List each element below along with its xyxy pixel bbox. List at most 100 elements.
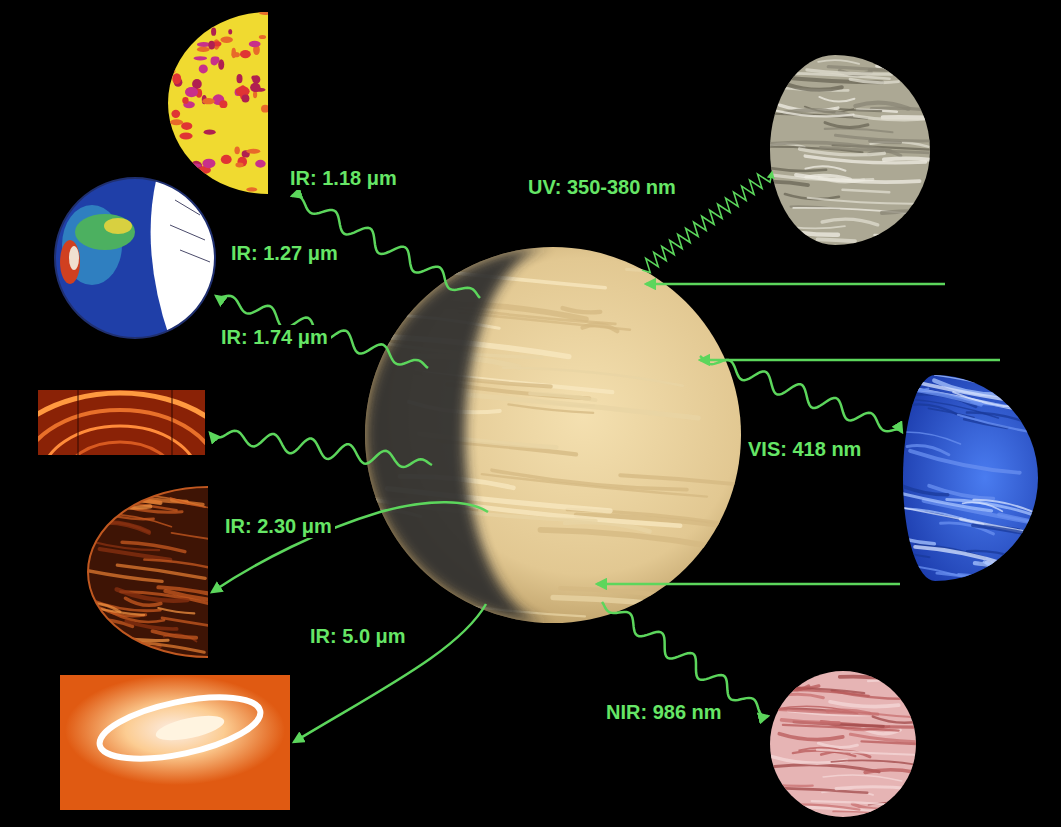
sunlight-ray <box>646 283 945 286</box>
image-spot <box>259 35 266 39</box>
image-patch <box>69 246 79 270</box>
image-spot <box>179 133 192 140</box>
cloud-streak <box>775 765 880 772</box>
cloud-streak <box>865 770 927 776</box>
image-streaks <box>755 677 970 816</box>
image-spot <box>179 156 187 160</box>
polar-vortex <box>94 686 265 771</box>
cloud-streak <box>899 508 980 524</box>
image-spot <box>185 17 192 27</box>
cloud-streak <box>583 325 618 332</box>
cloud-streak <box>83 651 142 660</box>
image-spot <box>255 160 265 168</box>
cloud-streak <box>779 734 842 740</box>
cloud-streak <box>835 135 941 141</box>
cloud-streak <box>871 142 929 147</box>
emission-wave <box>210 431 432 467</box>
cloud-streak <box>783 725 899 731</box>
cloud-streak <box>91 523 149 533</box>
cloud-streak <box>850 79 898 83</box>
image-spot <box>202 98 214 104</box>
wavelength-label: IR: 1.27 μm <box>228 241 341 265</box>
cloud-streak <box>823 775 902 781</box>
cloud-streak <box>987 563 1061 585</box>
cloud-streak <box>787 84 842 89</box>
image-spot <box>252 75 260 83</box>
cloud-streak <box>165 591 241 602</box>
image-spot <box>242 94 250 102</box>
image-spot <box>172 73 181 84</box>
venus-vis-image <box>890 370 1061 600</box>
emission-wave <box>294 604 486 742</box>
wavelength-label: IR: 5.0 μm <box>307 624 409 648</box>
image-patch <box>60 240 80 284</box>
image-ring <box>38 410 205 455</box>
image-glow <box>65 675 285 785</box>
image-spot <box>220 36 232 43</box>
cloud-streak <box>620 475 847 498</box>
cloud-streak <box>781 694 823 697</box>
cloud-streak <box>873 717 928 723</box>
cloud-streak <box>967 413 1039 427</box>
cloud-streak <box>973 525 1061 547</box>
image-ring <box>38 393 205 455</box>
cloud-streak <box>827 710 870 713</box>
image-spot <box>231 48 236 58</box>
image-ring <box>42 426 198 455</box>
cloud-streak <box>935 375 996 387</box>
cloud-streak <box>800 149 885 155</box>
image-spot <box>189 164 201 168</box>
image-spot <box>202 159 215 168</box>
image-spot <box>168 167 174 178</box>
cloud-streak <box>984 562 1019 571</box>
cloud-streak <box>894 550 929 557</box>
image-spot <box>250 83 260 92</box>
cloud-streak <box>553 597 758 617</box>
cloud-streak <box>818 239 856 241</box>
image-ring <box>65 442 175 455</box>
reflected-wave <box>700 356 902 432</box>
cloud-streak <box>833 811 914 815</box>
cloud-streak <box>825 129 893 133</box>
image-ground <box>160 10 270 200</box>
image-patch <box>104 218 132 234</box>
cloud-streak <box>468 395 698 418</box>
wavelength-label: UV: 350-380 nm <box>525 175 679 199</box>
cloud-streak <box>90 497 150 507</box>
cloud-streak <box>901 432 960 444</box>
cloud-streak <box>817 750 914 755</box>
cloud-streak <box>139 642 204 652</box>
cloud-streak <box>929 486 993 499</box>
cloud-streak <box>762 690 868 696</box>
cloud-streak <box>840 677 895 680</box>
image-patch <box>75 214 135 250</box>
cloud-streak <box>915 547 1012 566</box>
cloud-streak <box>153 631 197 638</box>
cloud-streak <box>822 219 877 225</box>
wavelength-label: IR: 1.18 μm <box>287 166 400 190</box>
image-spot <box>187 173 197 183</box>
image-spot <box>199 64 208 73</box>
image-spot <box>165 151 175 159</box>
cloud-streak <box>627 269 713 278</box>
cloud-streak <box>563 308 601 312</box>
cloud-streak <box>877 66 975 73</box>
cloud-streak <box>364 258 407 265</box>
image-grid <box>78 390 172 455</box>
cloud-streak <box>862 741 937 745</box>
image-spots <box>165 9 273 191</box>
image-spot <box>236 74 242 83</box>
image-spot <box>170 119 183 125</box>
venus-planet <box>365 247 741 623</box>
image-spot <box>213 56 220 63</box>
image-spot <box>219 100 227 108</box>
cloud-streak <box>755 783 812 786</box>
cloud-streak <box>771 804 860 809</box>
image-spot <box>194 56 208 60</box>
image-spot <box>249 41 261 48</box>
cloud-streak <box>868 680 970 687</box>
cloud-streak <box>94 522 149 531</box>
cloud-streak <box>777 111 854 117</box>
image-spot <box>185 87 198 97</box>
